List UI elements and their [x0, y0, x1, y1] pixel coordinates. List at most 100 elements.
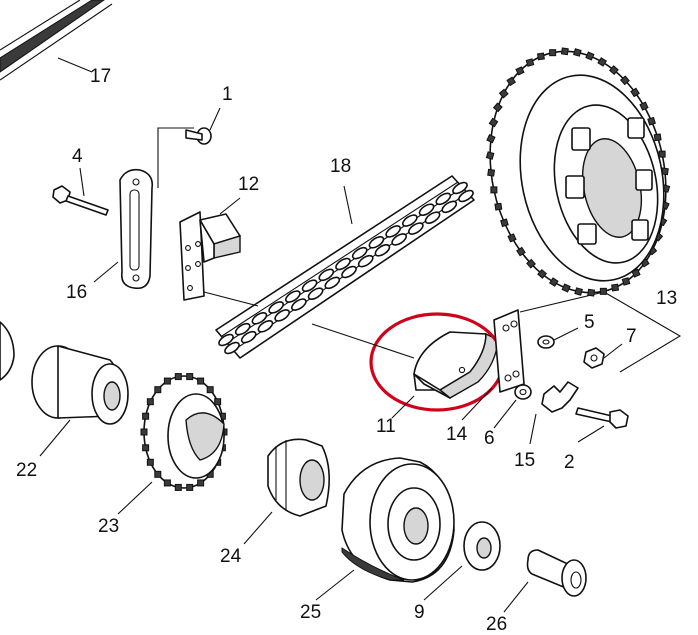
label-7: 7	[626, 326, 637, 347]
chain-link	[341, 265, 357, 279]
chain-link	[251, 311, 268, 325]
sprocket-tooth	[506, 76, 517, 87]
sprocket-tooth	[639, 101, 649, 111]
sprocket-tooth	[620, 75, 630, 86]
sprocket-tooth	[621, 277, 631, 286]
part-9-washer	[463, 521, 501, 571]
label-13: 13	[656, 288, 677, 309]
chain-link	[402, 214, 418, 227]
chain-link	[335, 257, 351, 271]
sprocket-tooth	[486, 134, 496, 144]
sprocket-tooth	[507, 233, 517, 243]
sprocket-tooth	[492, 102, 503, 113]
small-sprocket-tooth	[197, 377, 205, 385]
sprocket-tooth	[549, 277, 559, 287]
sprocket-tooth	[611, 283, 620, 292]
chain-link	[452, 181, 468, 195]
small-sprocket-tooth	[206, 386, 214, 394]
part-17-belt	[0, 0, 113, 81]
sprocket-tooth	[500, 218, 509, 228]
sprocket-tooth	[536, 52, 545, 61]
small-sprocket-tooth	[186, 483, 194, 491]
sprocket-tooth	[573, 48, 582, 57]
chain-link	[307, 287, 324, 301]
chain-link	[268, 301, 284, 314]
label-14: 14	[446, 424, 468, 445]
label-12: 12	[238, 174, 259, 195]
chain-link	[257, 319, 274, 333]
chain-link	[218, 333, 234, 347]
chain-link	[385, 225, 401, 238]
sprocket-tooth	[498, 88, 509, 99]
label-18: 18	[330, 156, 351, 177]
chain-link	[424, 211, 441, 225]
label-26: 26	[486, 614, 507, 635]
sprocket-tooth	[494, 202, 503, 211]
sprocket-tooth	[597, 57, 607, 67]
small-sprocket-tooth	[154, 470, 162, 478]
part-16-slotted-plate	[119, 168, 154, 290]
chain-link	[441, 200, 458, 214]
part-24-splined-gear	[267, 438, 330, 517]
chain-link	[435, 192, 452, 206]
chain-link	[291, 298, 307, 311]
label-24: 24	[220, 546, 242, 567]
part-edge-fragment	[0, 321, 15, 381]
leader-lines	[39, 57, 623, 613]
sprocket-tooth	[587, 288, 596, 297]
chain-link	[351, 246, 368, 260]
small-sprocket-tooth	[186, 373, 194, 381]
small-sprocket-tooth	[140, 428, 148, 436]
part-2-bolt	[575, 407, 629, 429]
part-4-bolt	[52, 185, 109, 216]
label-23: 23	[98, 516, 119, 537]
chain-link	[391, 233, 407, 246]
sprocket-tooth	[487, 168, 496, 177]
sprocket-tooth	[560, 47, 569, 56]
label-4: 4	[72, 146, 83, 167]
sprocket-tooth	[537, 268, 548, 279]
part-15-locking-plate	[541, 381, 579, 413]
small-sprocket-tooth	[163, 479, 171, 487]
part-11-guide-block	[413, 331, 499, 399]
part-5-washer	[537, 335, 555, 349]
sprocket-tooth	[658, 150, 666, 158]
chain-link	[274, 309, 290, 322]
sprocket-tooth	[630, 87, 640, 98]
chain-link	[285, 290, 301, 303]
label-11: 11	[376, 416, 396, 437]
small-sprocket-tooth	[174, 483, 182, 491]
part-18-roller-chain	[215, 175, 475, 359]
part-12-bracket	[179, 211, 241, 301]
sprocket-tooth	[574, 287, 583, 296]
small-sprocket-tooth	[174, 373, 182, 381]
chain-link	[318, 268, 335, 282]
small-sprocket-tooth	[146, 398, 154, 406]
small-sprocket-tooth	[142, 412, 150, 420]
sprocket-tooth	[488, 117, 499, 128]
part-22-splined-hub	[31, 345, 129, 425]
chain-link	[458, 189, 474, 203]
part-13-group-bracket	[519, 291, 682, 373]
small-sprocket-tooth	[214, 398, 222, 406]
label-5: 5	[584, 312, 595, 333]
sprocket-tooth	[647, 116, 656, 126]
sprocket-tooth	[561, 283, 571, 293]
large-sprocket	[485, 47, 671, 297]
chain-link	[357, 254, 374, 268]
label-16: 16	[66, 282, 87, 303]
label-2: 2	[564, 452, 575, 473]
label-25: 25	[300, 602, 321, 623]
chain-link	[368, 235, 385, 249]
label-6: 6	[484, 428, 495, 449]
chain-link	[224, 341, 240, 355]
chain-link	[301, 279, 318, 293]
chain-link	[408, 222, 424, 235]
label-17: 17	[90, 66, 111, 87]
label-22: 22	[16, 460, 37, 481]
label-1: 1	[222, 84, 233, 105]
sprocket-tooth	[653, 133, 662, 142]
sprocket-tooth	[526, 258, 536, 269]
small-sprocket-tooth	[154, 386, 162, 394]
